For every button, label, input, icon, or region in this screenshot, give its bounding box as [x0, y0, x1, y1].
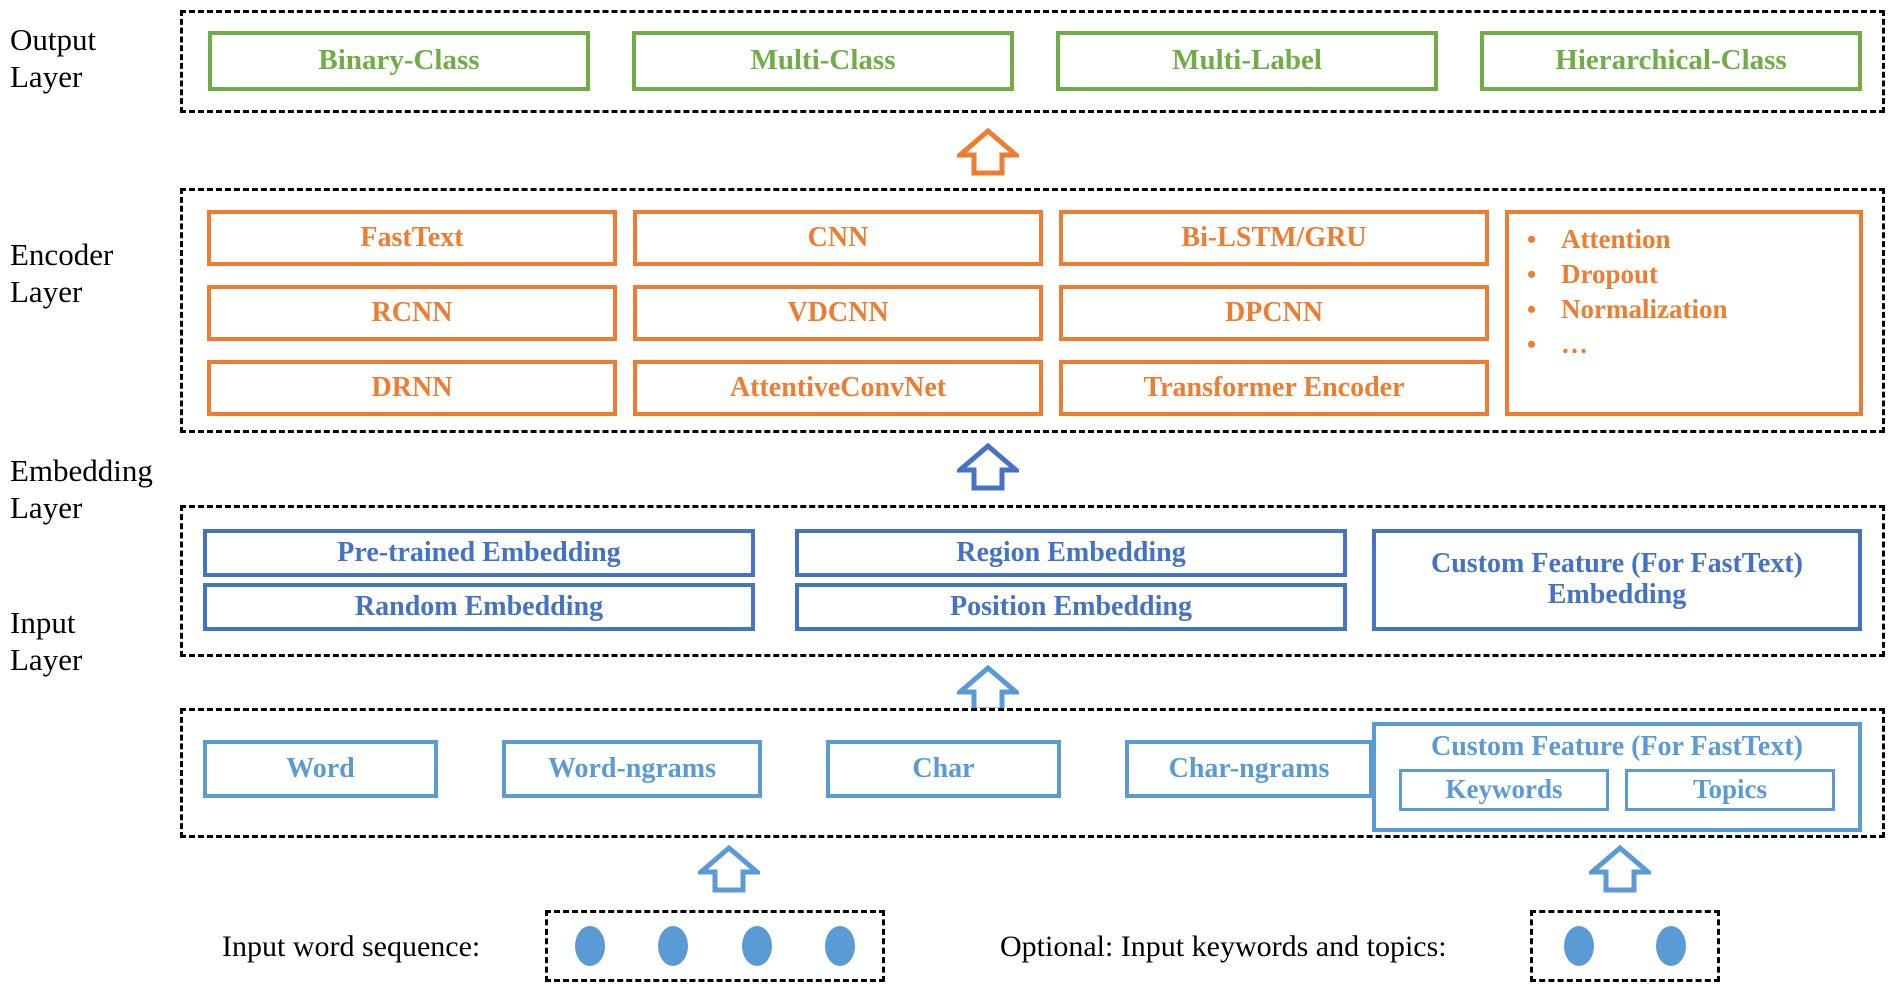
arrow-keywords-topics-to-input — [1585, 844, 1655, 898]
encoder-option-normalization: • Normalization — [1527, 294, 1728, 324]
encoder-box-fasttext[interactable]: FastText — [207, 210, 617, 266]
token-dot — [1656, 926, 1686, 966]
input-word-sequence-caption: Input word sequence: — [222, 930, 481, 963]
embedding-box-region[interactable]: Region Embedding — [795, 529, 1347, 577]
embedding-box-position[interactable]: Position Embedding — [795, 583, 1347, 631]
arrow-word-sequence-to-input — [694, 844, 764, 898]
input-custom-feature-title: Custom Feature (For FastText) — [1431, 731, 1803, 762]
input-subbox-topics[interactable]: Topics — [1625, 768, 1835, 811]
token-dot — [825, 926, 856, 966]
output-layer-label: Output Layer — [10, 22, 97, 94]
encoder-option-ellipsis: • … — [1527, 329, 1588, 359]
input-box-char[interactable]: Char — [826, 740, 1061, 798]
bullet-icon: • — [1527, 295, 1537, 324]
embedding-layer-label: Embedding Layer — [10, 453, 153, 525]
up-arrow-icon — [1585, 844, 1655, 893]
encoder-box-bilstm-gru[interactable]: Bi-LSTM/GRU — [1059, 210, 1489, 266]
bullet-icon: • — [1527, 225, 1537, 254]
input-box-char-ngrams[interactable]: Char-ngrams — [1125, 740, 1373, 798]
input-box-custom-feature[interactable]: Custom Feature (For FastText) Keywords T… — [1372, 722, 1862, 832]
embedding-box-pre-trained[interactable]: Pre-trained Embedding — [203, 529, 755, 577]
input-layer-label: Input Layer — [10, 605, 83, 677]
encoder-box-attentiveconvnet[interactable]: AttentiveConvNet — [633, 360, 1043, 416]
encoder-box-dpcnn[interactable]: DPCNN — [1059, 285, 1489, 341]
token-dot — [574, 926, 605, 966]
embedding-box-random[interactable]: Random Embedding — [203, 583, 755, 631]
encoder-box-drnn[interactable]: DRNN — [207, 360, 617, 416]
encoder-options-box: • Attention • Dropout • Normalization • … — [1505, 210, 1863, 416]
embedding-box-custom-feature[interactable]: Custom Feature (For FastText) Embedding — [1372, 529, 1862, 631]
encoder-option-dropout: • Dropout — [1527, 259, 1659, 289]
bullet-icon: • — [1527, 260, 1537, 289]
token-dot — [658, 926, 689, 966]
up-arrow-icon — [694, 844, 764, 893]
token-dot — [741, 926, 772, 966]
token-dot — [1564, 926, 1594, 966]
input-subbox-keywords[interactable]: Keywords — [1399, 768, 1609, 811]
input-box-word-ngrams[interactable]: Word-ngrams — [502, 740, 762, 798]
input-keywords-topics-caption: Optional: Input keywords and topics: — [1000, 930, 1447, 963]
up-arrow-icon — [953, 127, 1023, 176]
up-arrow-icon — [953, 664, 1023, 713]
input-keywords-topics-tokens — [1530, 910, 1720, 982]
output-box-multi-label[interactable]: Multi-Label — [1056, 31, 1438, 91]
encoder-box-vdcnn[interactable]: VDCNN — [633, 285, 1043, 341]
output-box-multi-class[interactable]: Multi-Class — [632, 31, 1014, 91]
encoder-box-cnn[interactable]: CNN — [633, 210, 1043, 266]
encoder-layer-label: Encoder Layer — [10, 237, 114, 309]
input-word-sequence-tokens — [545, 910, 885, 982]
output-box-hierarchical-class[interactable]: Hierarchical-Class — [1480, 31, 1862, 91]
arrow-embedding-to-encoder — [953, 442, 1023, 496]
encoder-box-transformer-encoder[interactable]: Transformer Encoder — [1059, 360, 1489, 416]
bullet-icon: • — [1527, 330, 1537, 359]
up-arrow-icon — [953, 442, 1023, 491]
arrow-encoder-to-output — [953, 127, 1023, 181]
encoder-box-rcnn[interactable]: RCNN — [207, 285, 617, 341]
input-box-word[interactable]: Word — [203, 740, 438, 798]
output-box-binary-class[interactable]: Binary-Class — [208, 31, 590, 91]
encoder-option-attention: • Attention — [1527, 224, 1671, 254]
